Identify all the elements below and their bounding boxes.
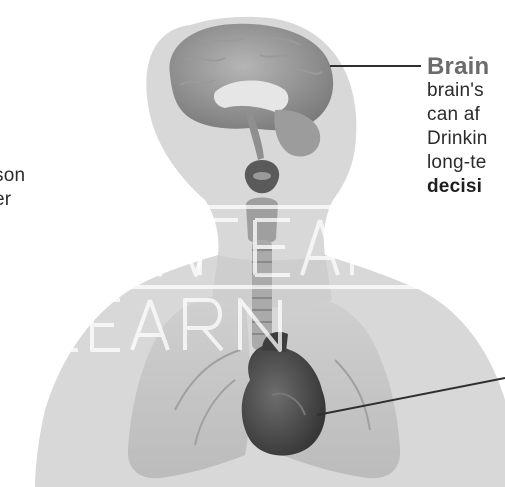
brain-callout-heading: Brain xyxy=(427,55,489,79)
brain-callout-line: brain's xyxy=(427,79,489,103)
brain-callout-bold-line: decisi xyxy=(427,175,489,199)
left-caption-line: son xyxy=(0,164,25,188)
left-caption: son er xyxy=(0,164,25,212)
brain-callout: Brain brain's can af Drinkin long-te dec… xyxy=(427,55,489,199)
brain-callout-line: can af xyxy=(427,103,489,127)
left-caption-line: er xyxy=(0,188,25,212)
brain-callout-line: long-te xyxy=(427,151,489,175)
brain-callout-line: Drinkin xyxy=(427,127,489,151)
